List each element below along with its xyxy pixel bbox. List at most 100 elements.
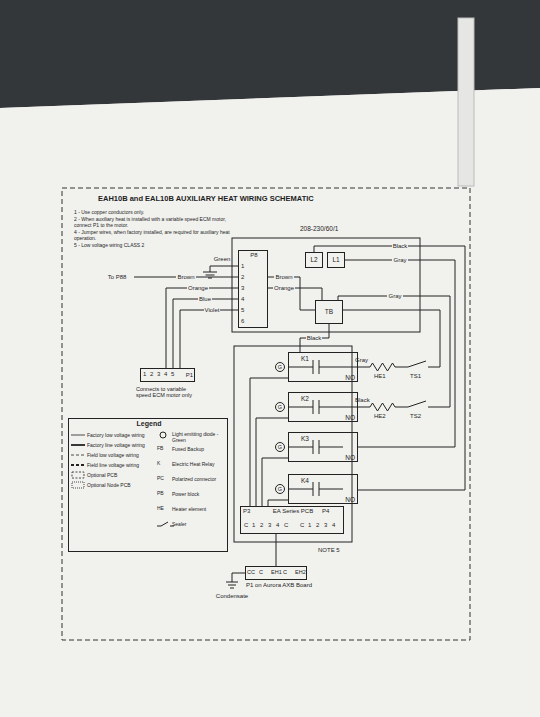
relay-coil-terminal <box>276 403 285 412</box>
legend-text: Electric Heat Relay <box>172 461 226 467</box>
schematic-label: 3 <box>324 522 327 529</box>
wire-color-label: Brown <box>274 274 293 281</box>
wire-connector <box>180 310 238 368</box>
wire-connector <box>345 260 455 447</box>
relay-coil-terminal <box>276 443 285 452</box>
wire-color-label: Black <box>392 243 409 250</box>
node-text: P1 <box>186 372 193 379</box>
wire-connector <box>300 324 329 352</box>
schematic-label: 1 <box>143 371 146 378</box>
relay-contact <box>288 400 343 414</box>
schematic-label: C <box>244 522 248 529</box>
wire-connector <box>268 277 315 310</box>
node-text: K1 <box>301 355 309 362</box>
wire-line <box>134 266 450 588</box>
node-text: NO <box>345 414 355 421</box>
wire-color-label: Gray <box>392 257 407 264</box>
schematic-label: HE1 <box>374 373 386 380</box>
node-text: P1 on Aurora AXB Board <box>246 582 312 589</box>
node-text: NO <box>345 374 355 381</box>
schematic-label: 2 - When auxiliary heat is installed wit… <box>74 217 232 229</box>
schematic-label: G <box>278 486 282 492</box>
line-terminal: L2 <box>305 252 323 268</box>
wire-color-label: Blue <box>198 296 212 303</box>
schematic-label: 2 <box>260 522 263 529</box>
legend-text: Light emitting diode - Green <box>172 431 226 443</box>
legend-text: Optional PCB <box>87 472 117 478</box>
legend-sample <box>72 472 84 478</box>
legend-sample <box>71 455 85 456</box>
node-text: L1 <box>332 256 339 263</box>
wire-line <box>203 266 238 278</box>
relay-contact <box>288 482 343 496</box>
wire-line <box>226 573 245 588</box>
schematic-label: Condensate <box>216 593 248 600</box>
schematic-label: PC <box>157 476 164 482</box>
relay-box: K2NO <box>288 392 358 422</box>
line-terminal: L1 <box>327 252 345 268</box>
schematic-label: 2 <box>241 274 244 281</box>
schematic-label: NOTE 5 <box>318 547 340 554</box>
dashed-border <box>62 188 470 640</box>
enclosure <box>232 238 420 542</box>
schematic-label: P4 <box>322 508 329 515</box>
legend-text: Optional Node PCB <box>87 482 131 488</box>
schematic-label: 2 <box>150 371 153 378</box>
schematic-label: K <box>157 461 160 467</box>
wire-color-label: Orange <box>187 285 209 292</box>
switch-symbol <box>157 522 174 526</box>
relay-coil-terminal <box>276 363 285 372</box>
relay-box: K1NO <box>288 352 358 382</box>
node-text: EA Series PCB <box>273 508 313 515</box>
node-text: Legend <box>137 420 162 428</box>
schematic-label: G <box>278 444 282 450</box>
legend-text: Fused Backup <box>172 446 226 452</box>
node-text: NO <box>345 454 355 461</box>
legend-sample <box>71 435 85 436</box>
wire-connector <box>250 378 288 506</box>
schematic-label: 5 - Low voltage wiring CLASS 2 <box>74 243 232 249</box>
wire-color-label: Black <box>306 335 323 342</box>
terminal-block: TB <box>315 300 343 324</box>
schematic-label: 4 <box>332 522 335 529</box>
legend-text: Field low voltage wiring <box>87 452 139 458</box>
wire-color-label: Orange <box>273 285 295 292</box>
node-text: L2 <box>310 256 317 263</box>
schematic-label: PB <box>157 491 164 497</box>
schematic-label: 1 <box>252 522 255 529</box>
schematic-label: 4 - Jumper wires, when factory installed… <box>74 230 232 242</box>
ecm-connector: P1 <box>140 368 195 382</box>
schematic-label: 1 <box>241 263 244 270</box>
schematic-label: EH2 <box>295 569 306 575</box>
node-text: NO <box>345 496 355 503</box>
wire-line <box>343 310 440 371</box>
legend-text: Power block <box>172 491 226 497</box>
schematic-label: 2 <box>316 522 319 529</box>
relay-coil-terminal <box>276 485 285 494</box>
legend-text: Polarized connector <box>172 476 226 482</box>
schematic-label: CC <box>247 569 255 575</box>
schematic-label: EH1 <box>271 569 282 575</box>
node-text: P8 <box>250 252 257 259</box>
schematic-label: TS2 <box>410 413 421 420</box>
node-text: K3 <box>301 435 309 442</box>
schematic-label: 3 <box>241 285 244 292</box>
legend-text: Sealer <box>172 521 226 527</box>
schematic-label: 5 <box>171 371 174 378</box>
wire-connector <box>262 458 288 506</box>
schematic-label: G <box>278 404 282 410</box>
wire-connector <box>166 288 238 368</box>
schematic-label: 4 <box>276 522 279 529</box>
schematic-label: 3 <box>157 371 160 378</box>
wire-connector <box>314 246 465 490</box>
legend-text: Heater element <box>172 506 226 512</box>
schematic-label: Green <box>214 256 231 263</box>
schematic-label: TS1 <box>410 373 421 380</box>
node-text: TB <box>325 308 333 315</box>
node-text: K2 <box>301 395 309 402</box>
schematic-label: C <box>259 569 263 575</box>
photo-ground <box>458 18 474 186</box>
